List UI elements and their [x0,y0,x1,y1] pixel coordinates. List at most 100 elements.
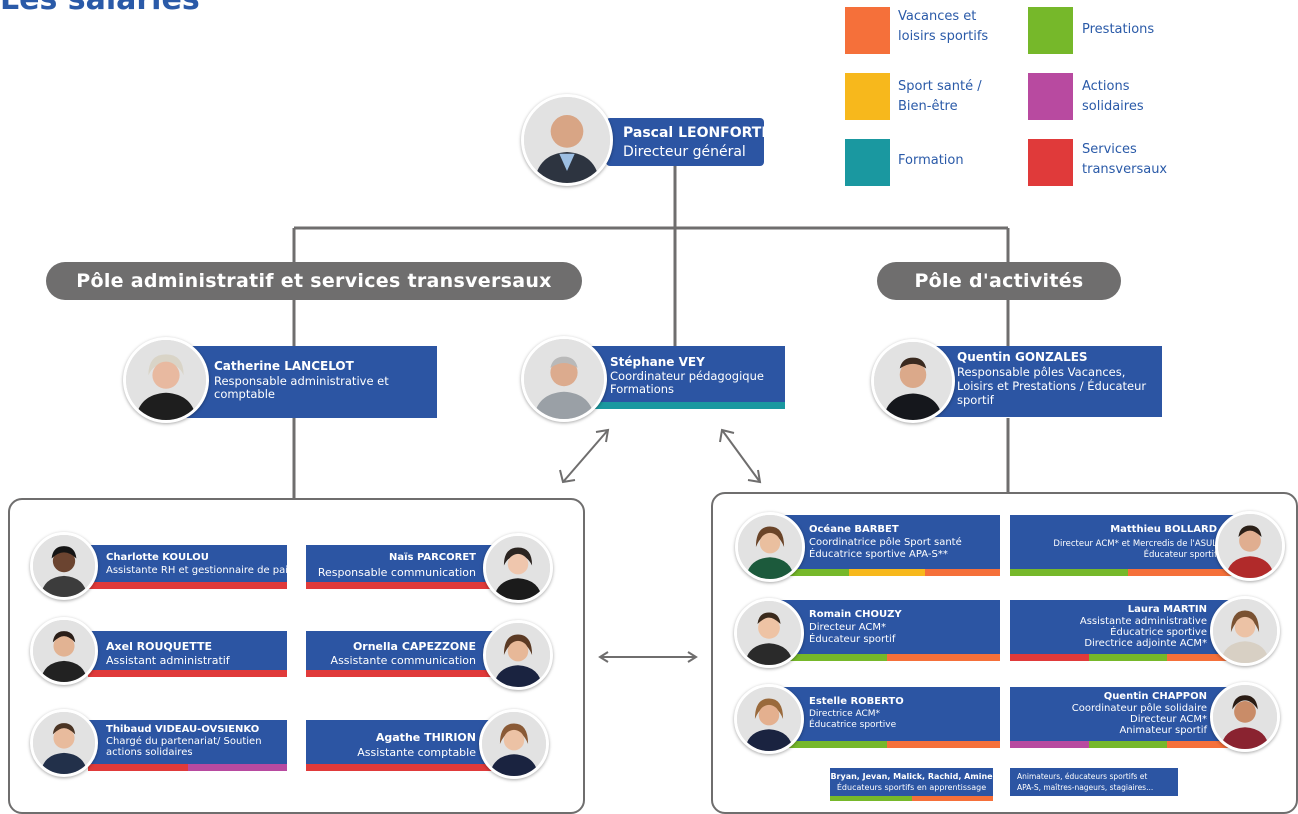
manager-card-gonzales: Quentin GONZALES Responsable pôles Vacan… [913,346,1162,417]
avatar-parcoret [483,533,553,603]
avatar-martin [1210,596,1280,666]
legend-swatch-prestations [1028,7,1073,54]
card-color-bars [88,670,287,677]
avatar-vey [521,336,607,422]
legend-swatch-vacances [845,7,890,54]
avatar-chappon [1210,682,1280,752]
staff-name: Charlotte KOULOU [106,552,209,563]
card-color-bars [88,764,287,771]
avatar-director [521,94,613,186]
card-color-bars [306,764,496,771]
staff-card-barbet: Océane BARBET Coordinatrice pôle Sport s… [774,515,1000,576]
avatar-bollard [1215,511,1285,581]
card-color-bars [774,569,1000,576]
apprentices-names: Bryan, Jevan, Malick, Rachid, Amine [830,772,993,781]
card-color-bars [306,582,496,589]
staff-card-thirion: Agathe THIRION Assistante comptable [306,720,496,771]
staff-name: Ornella CAPEZZONE [352,640,476,653]
staff-name: Romain CHOUZY [809,609,902,620]
card-color-bars [1010,741,1246,748]
legend-label-sport-sante: Sport santé /Bien-être [898,79,982,114]
staff-card-capezzone: Ornella CAPEZZONE Assistante communicati… [306,631,496,677]
manager-role: Responsable pôles Vacances,Loisirs et Pr… [957,365,1147,407]
legend-swatch-solidaires [1028,73,1073,120]
staff-name: Axel ROUQUETTE [106,640,212,653]
director-card: Pascal LEONFORTE Directeur général [606,118,764,166]
manager-name: Catherine LANCELOT [214,359,354,373]
card-color-bars [1010,569,1246,576]
staff-name: Océane BARBET [809,524,899,535]
card-color-bars [774,654,1000,661]
avatar-barbet [735,512,805,582]
avatar-capezzone [483,620,553,690]
avatar-gonzales [871,339,955,423]
staff-role: Assistant administratif [106,654,230,667]
avatar-chouzy [734,598,804,668]
staff-card-parcoret: Naïs PARCORET Responsable communication [306,545,496,589]
staff-card-chappon: Quentin CHAPPON Coordinateur pôle solida… [1010,687,1246,748]
staff-name: Quentin CHAPPON [1103,691,1207,702]
legend-label-prestations: Prestations [1082,22,1155,37]
card-color-bars [306,670,496,677]
manager-name: Stéphane VEY [610,355,705,369]
legend-swatch-formation [845,139,890,186]
staff-card-videau-ovsienko: Thibaud VIDEAU-OVSIENKO Chargé du parten… [88,720,287,771]
staff-card-koulou: Charlotte KOULOU Assistante RH et gestio… [88,545,287,589]
staff-name: Agathe THIRION [375,731,476,744]
staff-name: Estelle ROBERTO [809,696,904,707]
legend-swatch-sport-sante [845,73,890,120]
activity-staff-group [711,492,1298,814]
avatar-rouquette [30,617,98,685]
staff-card-roberto: Estelle ROBERTO Directrice ACM*Éducatric… [774,687,1000,748]
avatar-videau-ovsienko [30,709,98,777]
staff-name: Thibaud VIDEAU-OVSIENKO [106,724,260,735]
staff-card-bollard: Matthieu BOLLARD Directeur ACM* et Mercr… [1010,515,1246,576]
apprentices-role: Éducateurs sportifs en apprentissage [836,783,987,792]
staff-role: Assistante comptable [357,746,476,759]
manager-name: Quentin GONZALES [957,350,1088,364]
card-color-bars [566,402,785,409]
pole-activites-pill: Pôle d'activités [877,262,1121,300]
manager-card-lancelot: Catherine LANCELOT Responsable administr… [168,346,437,418]
card-color-bars [88,582,287,589]
admin-staff-group [8,498,585,814]
card-color-bars [774,741,1000,748]
avatar-thirion [479,709,549,779]
staff-role: Directrice ACM*Éducatrice sportive [809,709,897,730]
staff-role: Assistante RH et gestionnaire de paie [106,565,287,576]
staff-role: Responsable communication [317,566,476,579]
staff-card-rouquette: Axel ROUQUETTE Assistant administratif [88,631,287,677]
staff-role: Assistante communication [330,654,476,667]
staff-name: Matthieu BOLLARD [1110,524,1217,535]
director-name: Pascal LEONFORTE [623,125,764,141]
avatar-koulou [30,532,98,600]
avatar-lancelot [123,337,209,423]
director-role: Directeur général [623,144,746,160]
staff-role: Directeur ACM*Éducateur sportif [809,622,896,645]
apprentices-card: Bryan, Jevan, Malick, Rachid, Amine Éduc… [830,768,993,801]
staff-name: Naïs PARCORET [388,552,476,563]
staff-name: Laura MARTIN [1127,604,1207,615]
page-title: Les salariés [0,0,200,17]
staff-card-chouzy: Romain CHOUZY Directeur ACM*Éducateur sp… [774,600,1000,661]
pole-admin-pill: Pôle administratif et services transvers… [46,262,582,300]
card-color-bars [1010,654,1246,661]
legend-swatch-transversaux [1028,139,1073,186]
card-color-bars [830,796,993,801]
avatar-roberto [734,684,804,754]
legend-label-formation: Formation [898,153,964,168]
